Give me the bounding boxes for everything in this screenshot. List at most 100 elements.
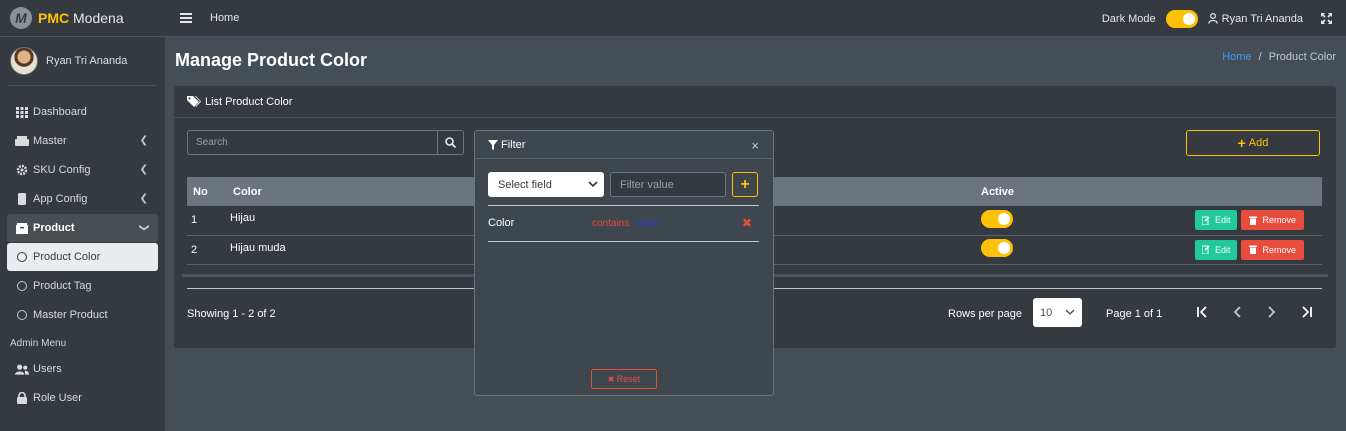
filter-divider [488, 241, 759, 242]
filter-popup: Filter × Select field + Color contains h… [474, 130, 774, 396]
breadcrumb: Home / Product Color [1222, 51, 1336, 63]
next-page-icon[interactable] [1264, 305, 1278, 319]
brand-logo-icon: M [10, 7, 32, 29]
mobile-icon [15, 193, 29, 205]
add-button-label: Add [1248, 137, 1269, 149]
rows-per-page-select[interactable]: 10 [1033, 298, 1082, 327]
edit-button[interactable]: Edit [1194, 210, 1238, 231]
sidebar-item-app-config[interactable]: App Config ❮ [7, 185, 158, 213]
top-user-name: Ryan Tri Ananda [1221, 12, 1303, 25]
search-box [187, 130, 464, 155]
chevron-down-icon [588, 181, 598, 188]
sidebar-item-master-product[interactable]: Master Product [7, 301, 158, 329]
sidebar-item-master[interactable]: Master ❮ [7, 127, 158, 155]
dark-mode-label: Dark Mode [1101, 12, 1156, 25]
chevron-down-icon [1065, 309, 1075, 315]
sidebar-item-product[interactable]: Product ❮ [7, 214, 158, 242]
sidebar-item-dashboard[interactable]: Dashboard [7, 98, 158, 126]
avatar [10, 47, 38, 75]
tags-icon [187, 95, 201, 107]
rows-per-page-label: Rows per page [948, 308, 1022, 320]
sidebar-item-label: App Config [33, 193, 88, 205]
prev-page-icon[interactable] [1231, 305, 1245, 319]
reset-button-label: Reset [616, 374, 641, 384]
sidebar-item-users[interactable]: Users [7, 355, 158, 383]
close-icon[interactable]: × [751, 138, 759, 153]
sidebar-item-sku-config[interactable]: SKU Config ❮ [7, 156, 158, 184]
first-page-icon[interactable] [1196, 305, 1210, 319]
search-input[interactable] [188, 131, 437, 154]
circle-icon [17, 281, 27, 291]
box-icon [15, 222, 29, 234]
sidebar-item-label: Master Product [33, 309, 108, 321]
fullscreen-icon[interactable] [1321, 13, 1332, 24]
filter-icon [488, 139, 498, 150]
rows-per-page-value: 10 [1040, 306, 1053, 319]
users-icon [15, 363, 29, 375]
column-header-actions [1061, 177, 1322, 206]
top-home-link[interactable]: Home [210, 12, 240, 24]
cell-no: 1 [191, 214, 198, 227]
filter-title: Filter [501, 138, 526, 151]
remove-button[interactable]: Remove [1241, 239, 1304, 260]
filter-rule-operator: contains [592, 218, 630, 229]
brand-name-strong: PMC [38, 10, 70, 26]
active-toggle[interactable] [981, 209, 1013, 228]
select-field-value: Select field [498, 178, 552, 191]
filter-rule-field: Color [488, 217, 515, 229]
reset-button[interactable]: ✖ Reset [591, 369, 657, 389]
card-header: List Product Color [174, 86, 1336, 118]
sidebar-item-label: Users [33, 363, 62, 375]
remove-button-label: Remove [1262, 244, 1296, 255]
remove-button[interactable]: Remove [1241, 210, 1304, 231]
remove-rule-icon[interactable]: ✖ [742, 216, 753, 230]
column-header-color[interactable]: Color [233, 185, 262, 198]
lock-icon [15, 392, 29, 404]
add-button[interactable]: + Add [1186, 130, 1320, 156]
edit-button-label: Edit [1214, 244, 1231, 255]
user-panel[interactable]: Ryan Tri Ananda [8, 37, 157, 86]
circle-icon [17, 310, 27, 320]
filter-value-input[interactable] [610, 172, 726, 197]
top-user-menu[interactable]: Ryan Tri Ananda [1207, 12, 1303, 25]
sidebar-nav: Dashboard Master ❮ SKU Config ❮ App Conf… [0, 98, 165, 412]
remove-button-label: Remove [1262, 215, 1296, 226]
column-header-no[interactable]: No [193, 185, 208, 198]
sidebar-item-product-tag[interactable]: Product Tag [7, 272, 158, 300]
dark-mode-toggle[interactable] [1165, 9, 1198, 28]
sidebar-header-admin: Admin Menu [10, 338, 67, 349]
user-icon [1207, 13, 1218, 24]
select-field-dropdown[interactable]: Select field [488, 172, 604, 197]
product-color-card: List Product Color + Add No Color Active [174, 86, 1336, 348]
card-title: List Product Color [205, 95, 293, 108]
sidebar-item-label: Dashboard [33, 106, 87, 118]
edit-button-label: Edit [1214, 215, 1231, 226]
column-header-active[interactable]: Active [981, 185, 1015, 198]
chevron-left-icon: ❮ [139, 164, 148, 175]
search-button[interactable] [437, 131, 463, 154]
edit-button[interactable]: Edit [1194, 239, 1238, 260]
edit-icon [1201, 216, 1210, 225]
edit-icon [1201, 245, 1210, 254]
topbar: Home Dark Mode Ryan Tri Ananda [165, 0, 1346, 37]
hamburger-menu-icon[interactable] [180, 13, 192, 23]
sidebar-item-label: Product [33, 222, 75, 234]
sidebar-item-product-color[interactable]: Product Color [7, 243, 158, 271]
grid-icon [15, 106, 29, 118]
last-page-icon[interactable] [1299, 305, 1313, 319]
circle-icon [17, 252, 27, 262]
add-filter-button[interactable]: + [732, 172, 758, 197]
sidebar-item-role-user[interactable]: Role User [7, 384, 158, 412]
sidebar-item-label: Product Color [33, 251, 101, 263]
active-toggle[interactable] [981, 239, 1013, 257]
sidebar: M PMC Modena Ryan Tri Ananda Dashboard M… [0, 0, 165, 431]
brand[interactable]: M PMC Modena [0, 0, 165, 37]
cell-color: Hijau [230, 212, 256, 224]
search-icon [445, 137, 456, 148]
breadcrumb-home-link[interactable]: Home [1222, 51, 1252, 63]
content: Manage Product Color Home / Product Colo… [165, 37, 1346, 431]
breadcrumb-current: Product Color [1268, 51, 1336, 63]
table-row: 1 Hijau Edit Remove [187, 206, 1322, 235]
gear-icon [15, 164, 29, 176]
page-info: Page 1 of 1 [1106, 308, 1163, 320]
